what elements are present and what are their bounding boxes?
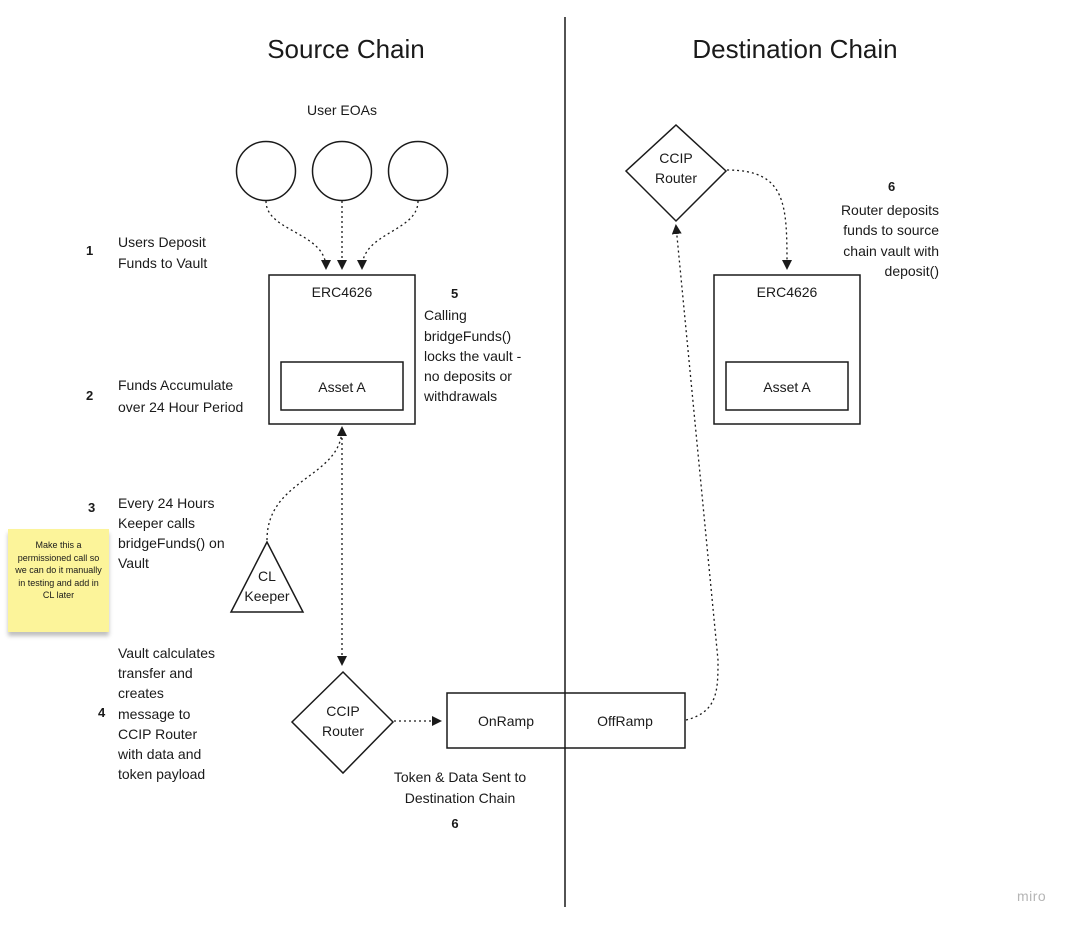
user-eoa-circle[interactable]: [311, 140, 373, 202]
user-eoas-label: User EOAs: [306, 102, 377, 118]
connector-keeper-to-vault: [266, 426, 347, 541]
step-2-text-line-2: over 24 Hour Period: [118, 399, 244, 415]
destination-router-label-line-1: CCIP: [659, 150, 693, 166]
source-asset-label: Asset A: [318, 379, 366, 395]
step-5-text-line-3: locks the vault -: [424, 348, 522, 364]
step-4-number: 4: [98, 705, 106, 720]
step-3-text-line-1: Every 24 Hours: [118, 495, 215, 511]
connector-eoa-to-vault-right: [357, 200, 419, 270]
step-5-text-line-5: withdrawals: [424, 388, 498, 404]
connector-destination-router-to-vault: [726, 169, 792, 270]
step-3-number: 3: [88, 500, 96, 515]
user-eoa-circle[interactable]: [235, 140, 297, 202]
step-4-text-line-4: message to: [118, 706, 191, 722]
keeper-label-line-2: Keeper: [244, 588, 290, 604]
cl-keeper-triangle[interactable]: [229, 540, 305, 613]
source-asset-box[interactable]: [280, 361, 404, 411]
destination-asset-box[interactable]: [725, 361, 849, 411]
step-6-text-line-3: chain vault with: [843, 243, 939, 259]
connector-eoa-to-vault-left: [265, 200, 331, 270]
connector-offramp-to-destination-router: [671, 224, 719, 721]
bridge-step-number: 6: [451, 816, 459, 831]
onramp-offramp-box[interactable]: [446, 692, 686, 749]
step-1-text-line-2: Funds to Vault: [118, 255, 208, 271]
step-6-number: 6: [888, 179, 896, 194]
step-2-number: 2: [86, 388, 94, 403]
source-router-label-line-1: CCIP: [326, 703, 360, 719]
onramp-label: OnRamp: [477, 713, 535, 729]
sticky-note-text: Make this a permissioned call so we can …: [15, 540, 102, 600]
step-6-text-line-2: funds to source: [843, 222, 939, 238]
miro-watermark: miro: [1017, 888, 1047, 904]
step-3-text-line-4: Vault: [118, 555, 149, 571]
bridge-caption-line-1: Token & Data Sent to: [393, 769, 527, 785]
destination-ccip-router-diamond[interactable]: [624, 123, 728, 223]
step-5-text-line-1: Calling: [424, 307, 467, 323]
destination-asset-label: Asset A: [763, 379, 811, 395]
bridge-caption-line-2: Destination Chain: [404, 790, 516, 806]
step-5-text-line-4: no deposits or: [424, 368, 512, 384]
step-2-text-line-1: Funds Accumulate: [118, 377, 234, 393]
step-5-text-line-2: bridgeFunds(): [424, 328, 512, 344]
source-vault-label: ERC4626: [311, 284, 373, 300]
destination-chain-title: Destination Chain: [692, 34, 898, 64]
step-1-text-line-1: Users Deposit: [118, 234, 206, 250]
step-1-number: 1: [86, 243, 94, 258]
offramp-label: OffRamp: [597, 713, 653, 729]
step-6-text-line-1: Router deposits: [840, 202, 939, 218]
user-eoa-circle[interactable]: [387, 140, 449, 202]
sticky-note[interactable]: Make this a permissioned call so we can …: [8, 529, 109, 632]
step-4-text-line-7: token payload: [118, 766, 206, 782]
source-ccip-router-diamond[interactable]: [290, 670, 395, 775]
step-4-text-line-1: Vault calculates: [118, 645, 216, 661]
step-4-text-line-3: creates: [118, 685, 164, 701]
step-5-number: 5: [451, 286, 459, 301]
step-4-text-line-5: CCIP Router: [118, 726, 198, 742]
destination-vault-label: ERC4626: [756, 284, 818, 300]
keeper-label-line-1: CL: [258, 568, 276, 584]
step-4-text-line-6: with data and: [118, 746, 202, 762]
step-6-text-line-4: deposit(): [884, 263, 939, 279]
step-3-text-line-2: Keeper calls: [118, 515, 196, 531]
step-3-text-line-3: bridgeFunds() on: [118, 535, 225, 551]
destination-router-label-line-2: Router: [654, 170, 698, 186]
step-4-text-line-2: transfer and: [118, 665, 193, 681]
source-chain-title: Source Chain: [267, 34, 425, 64]
source-router-label-line-2: Router: [321, 723, 365, 739]
